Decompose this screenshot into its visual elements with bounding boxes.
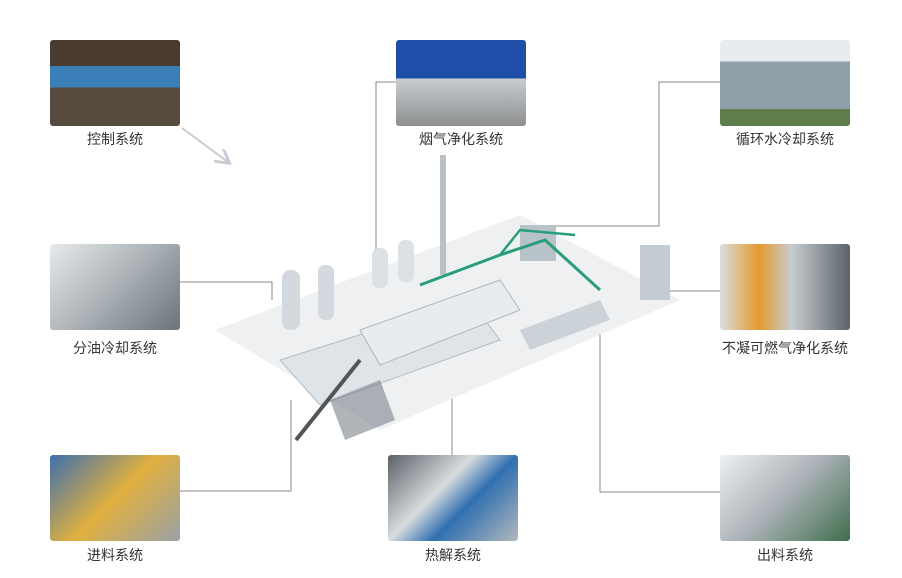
pyrolysis-plant-illustration bbox=[215, 155, 680, 442]
discharge-photo bbox=[720, 455, 850, 541]
control-room-photo bbox=[50, 40, 180, 126]
flue-gas-photo bbox=[396, 40, 526, 126]
cooling-water-photo bbox=[720, 40, 850, 126]
oil-cooling-connector bbox=[180, 281, 273, 300]
discharge-connector bbox=[599, 330, 720, 493]
feeding-photo bbox=[50, 455, 180, 541]
discharge-label: 出料系统 bbox=[757, 548, 813, 564]
flue-gas-label: 烟气净化系统 bbox=[419, 132, 503, 148]
cooling-water-label: 循环水冷却系统 bbox=[736, 132, 834, 148]
feeding-label: 进料系统 bbox=[87, 548, 143, 564]
control-arrow bbox=[181, 127, 228, 162]
feeding-connector bbox=[180, 400, 292, 492]
cooling-water-connector bbox=[545, 81, 720, 227]
pyrolysis-photo bbox=[388, 455, 518, 541]
oil-cooling-label: 分油冷却系统 bbox=[73, 341, 157, 357]
oil-cooling-photo bbox=[50, 244, 180, 330]
noncondensable-gas-label: 不凝可燃气净化系统 bbox=[722, 341, 848, 357]
pyrolysis-label: 热解系统 bbox=[425, 548, 481, 564]
flue-gas-connector bbox=[375, 81, 396, 250]
noncondensable-gas-photo bbox=[720, 244, 850, 330]
control-label: 控制系统 bbox=[87, 132, 143, 148]
